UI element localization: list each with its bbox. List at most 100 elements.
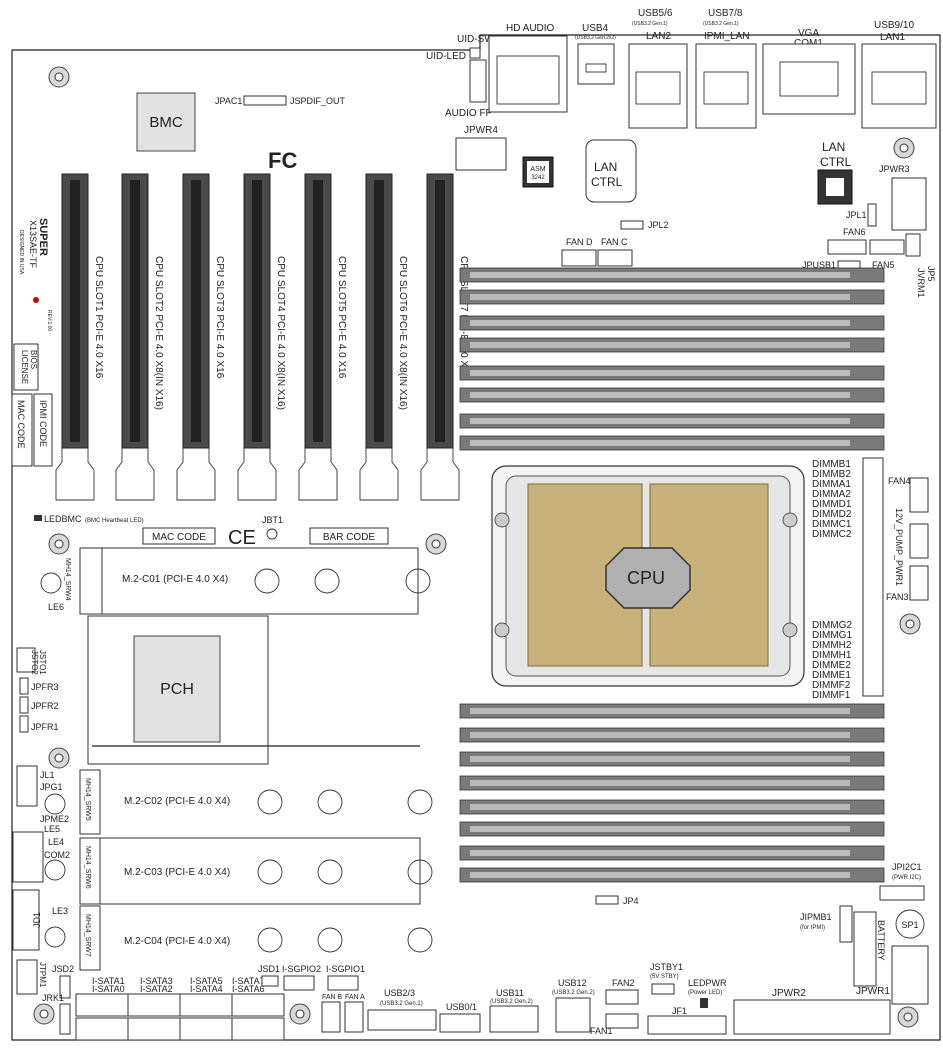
jsto2-label: JSTO2 — [30, 650, 39, 675]
le3-label: LE3 — [52, 906, 68, 916]
jpusb1-label: JPUSB1 — [802, 260, 836, 270]
dimm-slot-channel — [470, 392, 850, 398]
lan-ctrl2-chip-face — [826, 178, 844, 196]
mounting-hole — [897, 1006, 919, 1028]
ledbmc-led — [34, 515, 42, 521]
battery-label: BATTERY — [876, 920, 886, 961]
m2-standoff — [317, 789, 343, 815]
dimm-slot-channel — [470, 342, 850, 348]
mac-code-box — [142, 527, 216, 545]
asm-label: ASM — [530, 166, 545, 173]
lan2-port — [628, 43, 688, 129]
jpwr1-connector — [891, 945, 929, 1005]
dimm-latch-rail — [862, 457, 884, 697]
dimm-slot-channel — [470, 370, 850, 376]
m2-c01-label: M.2-C01 (PCI-E 4.0 X4) — [122, 574, 228, 585]
sata6-label: I-SATA6 — [232, 984, 265, 994]
jp4-label: JP4 — [623, 896, 639, 906]
jsd2-header — [59, 975, 71, 999]
mounting-hole — [893, 137, 915, 159]
jpac1-label: JPAC1 — [215, 96, 242, 106]
dimm-slot-channel — [470, 780, 850, 786]
ipmi-code-label: IPMI CODE — [38, 400, 48, 447]
jpme2-label: JPME2 — [40, 814, 69, 824]
jpwr4-connector — [455, 137, 507, 171]
m2-standoff — [44, 793, 66, 815]
pcie-slot-2: CPU SLOT2 PCI-E 4.0 X8(IN X16) — [115, 173, 164, 501]
jsd1-header — [261, 975, 279, 987]
jsto-header — [16, 647, 36, 673]
uid-sw-label: UID-SW — [457, 34, 494, 45]
license-label: LICENSE — [20, 350, 29, 384]
socket-post — [494, 622, 510, 638]
pcie-slot-label: CPU SLOT2 PCI-E 4.0 X8(IN X16) — [153, 256, 164, 410]
fan2-header — [605, 989, 639, 1005]
fan4-label: FAN4 — [888, 476, 911, 486]
jpmb1-header — [839, 905, 853, 943]
sata-port — [75, 993, 129, 1017]
m2-standoff — [407, 859, 433, 885]
sata7-label: I-SATA7 — [232, 976, 265, 986]
fanb-label: FAN B — [322, 994, 343, 1001]
dimm-slot-channel — [470, 708, 850, 714]
dimm-label: DIMMH2 — [812, 640, 852, 651]
fana-header — [344, 1001, 364, 1033]
lan1-label: LAN1 — [880, 32, 905, 43]
sata-port — [231, 1017, 285, 1041]
designed-label: DESIGNED IN USA — [18, 230, 24, 275]
sata-port — [231, 993, 285, 1017]
pch-label: PCH — [160, 681, 194, 698]
hd-audio-inner — [496, 55, 560, 105]
dimm-slot-channel — [470, 850, 850, 856]
dimm-slot-channel — [470, 440, 850, 446]
m2-c02-label: M.2-C02 (PCI-E 4.0 X4) — [124, 796, 230, 807]
pcie-slot-label: CPU SLOT3 PCI-E 4.0 X16 — [214, 256, 225, 379]
m2-srw5-label: MH14_SRW5 — [84, 778, 91, 821]
pcie-slot-4: CPU SLOT4 PCI-E 4.0 X8(IN X16) — [237, 173, 286, 501]
super-logo-dot — [33, 297, 39, 303]
pcie-slot-7: CPU SLOT7 PCI-E 4.0 X16 — [420, 173, 469, 501]
jpac1-header — [243, 95, 287, 106]
pcie-slot-6: CPU SLOT6 PCI-E 4.0 X8(IN X16) — [359, 173, 408, 501]
m2-srw6-label: MH14_SRW6 — [84, 846, 91, 889]
dimm-label: DIMMC1 — [812, 519, 852, 530]
fan6-header — [827, 239, 867, 255]
ledbmc-label: LEDBMC — [44, 514, 82, 524]
jpi2c1-header — [879, 885, 925, 901]
usb78-label: USB7/8 — [708, 8, 743, 19]
jpwr3-connector — [891, 177, 927, 231]
dimm-label: DIMMC2 — [812, 529, 852, 540]
lan1-port — [861, 43, 937, 129]
m2-standoff — [44, 859, 66, 881]
jsd1-label: JSD1 — [258, 964, 280, 974]
usb11-sub-label: (USB3.2 Gen.2) — [490, 999, 533, 1005]
jvrm1-label: JVRM1 — [916, 268, 926, 298]
jrk1-header — [59, 1003, 71, 1035]
usb11-label: USB11 — [496, 988, 524, 998]
dimm-slots — [459, 267, 885, 883]
jf1-header — [647, 1015, 727, 1035]
ledbmc-sub-label: (BMC Heartbeat LED) — [85, 518, 144, 524]
fand-header — [561, 249, 597, 267]
usb23-label: USB2/3 — [384, 988, 415, 998]
m2-standoff — [257, 927, 283, 953]
sata3-label: I-SATA3 — [140, 976, 173, 986]
jl1-label: JL1 — [40, 770, 55, 780]
dimm-bottom-labels: DIMMG2 DIMMG1 DIMMH2 DIMMH1 DIMME2 DIMME… — [812, 620, 852, 701]
jp5-label: JP5 — [926, 266, 936, 282]
mounting-hole — [33, 1003, 55, 1025]
ipmi-lan-label: IPMI_LAN — [704, 31, 750, 42]
isgpio2-label: I-SGPIO2 — [282, 964, 321, 974]
jpfr1-header — [19, 715, 29, 733]
dimm-slot-channel — [470, 756, 850, 762]
usb56-label: USB5/6 — [638, 8, 673, 19]
bar-code-label: BAR CODE — [323, 532, 376, 543]
jstby1-label: JSTBY1 — [650, 962, 683, 972]
isgpio1-label: I-SGPIO1 — [326, 964, 365, 974]
m2-standoff — [257, 859, 283, 885]
sata-port — [179, 1017, 233, 1041]
dimm-label: DIMMB2 — [812, 469, 851, 480]
usb23-sub-label: (USB3.2 Gen.1) — [380, 1001, 423, 1007]
jpl2-header — [620, 220, 644, 230]
